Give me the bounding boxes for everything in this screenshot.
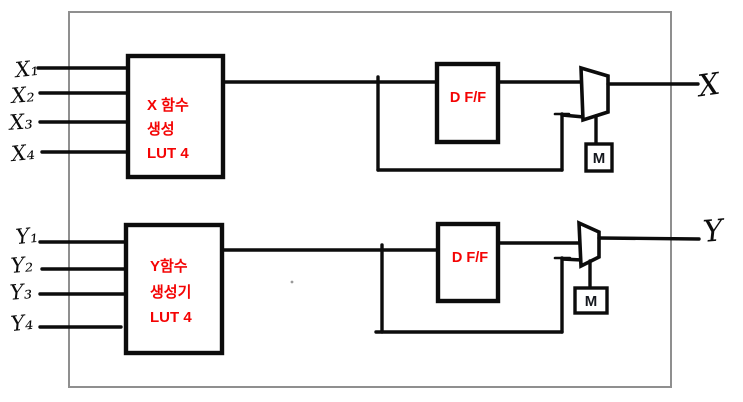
y-lut-label-line1: Y함수 <box>150 258 188 275</box>
y-lut-label-line3: LUT 4 <box>150 309 192 326</box>
x-mux <box>579 65 610 123</box>
x-input-label-1: X₁ <box>12 56 40 83</box>
y-dff-label: D F/F <box>452 250 488 266</box>
x-lut-box <box>125 53 226 180</box>
x-input-label-3: X₃ <box>7 109 34 135</box>
x-mode-box <box>584 142 614 173</box>
x-lut-label-line3: LUT 4 <box>147 145 189 162</box>
x-input-label-4: X₄ <box>8 140 36 167</box>
stray-dot <box>290 280 294 284</box>
x-mux-select-stub <box>560 113 586 119</box>
y-lut-label-line2: 생성기 <box>150 283 191 301</box>
y-mux <box>577 220 601 269</box>
diagram-border <box>68 11 672 388</box>
y-mux-select-stub <box>560 257 584 262</box>
x-lut-label-line2: 생성 <box>147 120 175 138</box>
y-input-label-1: Y₁ <box>15 223 40 249</box>
x-output-label: X <box>694 66 724 104</box>
y-input-label-4: Y₄ <box>10 310 35 336</box>
y-mode-box <box>573 286 609 315</box>
y-mode-label: M <box>585 293 598 310</box>
y-input-label-3: Y₃ <box>9 279 33 304</box>
x-input-label-2: X₂ <box>8 82 35 108</box>
y-dff-box <box>435 221 501 304</box>
y-function-circuit: Y₁ Y₂ Y₃ Y₄ Y함수 생성기 LUT 4 D F/F M Y <box>9 213 728 356</box>
y-output-wire <box>597 236 701 241</box>
y-lut-box <box>123 222 225 356</box>
x-function-circuit: X₁ X₂ X₃ X₄ X 함수 생성 LUT 4 D F/F M X <box>7 53 724 180</box>
x-dff-box <box>434 61 501 145</box>
x-mode-label: M <box>593 150 606 167</box>
x-dff-label: D F/F <box>450 90 486 106</box>
y-input-label-2: Y₂ <box>10 252 34 278</box>
x-lut-label-line1: X 함수 <box>147 97 189 114</box>
y-output-label: Y <box>702 213 728 250</box>
